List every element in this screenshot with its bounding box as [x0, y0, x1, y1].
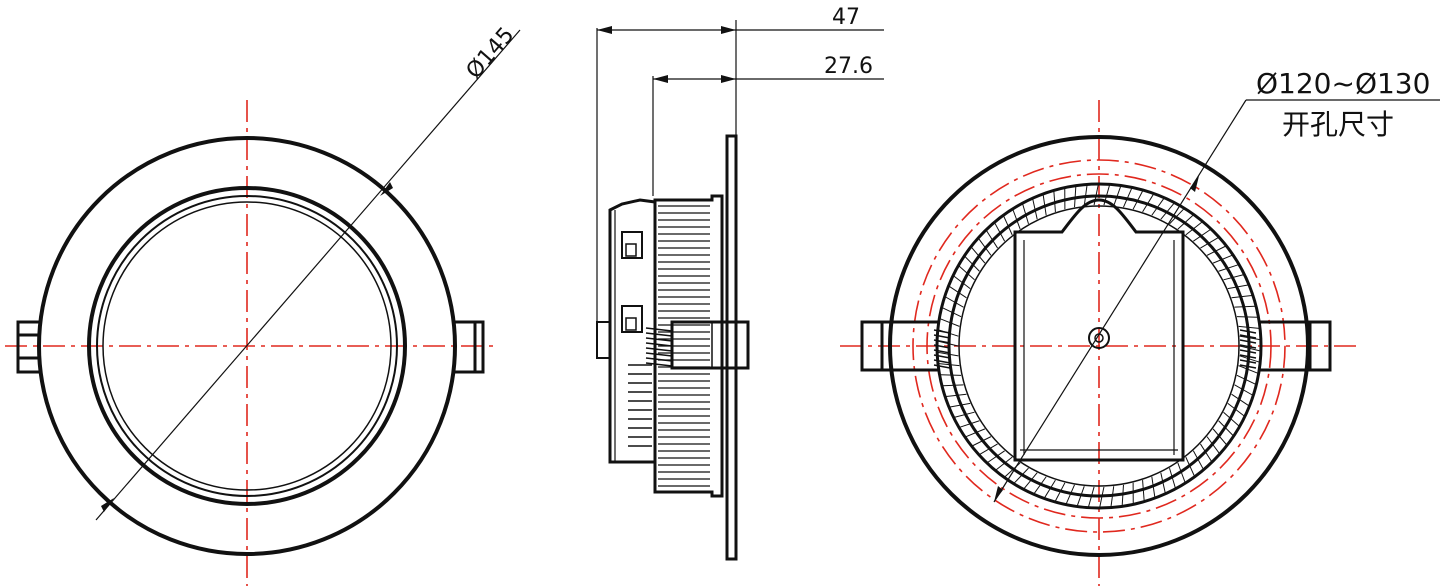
side-flange — [725, 134, 738, 561]
front-view: Ø145 — [5, 23, 521, 586]
side-heatsink — [653, 194, 724, 498]
front-spring-tabs — [16, 320, 485, 374]
back-cutout-label: Ø120~Ø130 — [1256, 67, 1430, 100]
side-spring-clip — [645, 320, 750, 370]
back-cutout-dimension: Ø120~Ø130 开孔尺寸 — [993, 67, 1440, 503]
side-total-depth-label: 47 — [832, 5, 860, 30]
side-dimension-arrows — [597, 26, 736, 83]
front-centerlines — [5, 100, 495, 586]
side-driver-box — [608, 198, 657, 464]
front-circles — [37, 136, 457, 556]
side-connector — [596, 321, 611, 359]
back-cutout-circles — [912, 159, 1286, 533]
front-diameter-label: Ø145 — [462, 23, 520, 84]
back-outer-rim — [888, 135, 1310, 557]
side-view: 47 27.6 — [596, 5, 884, 561]
back-heatsink-ring — [935, 182, 1263, 510]
back-view: Ø120~Ø130 开孔尺寸 — [840, 67, 1440, 586]
back-cutout-caption: 开孔尺寸 — [1282, 108, 1394, 141]
front-diameter-dimension: Ø145 — [95, 23, 521, 521]
back-centerlines — [840, 100, 1360, 586]
side-body-depth-label: 27.6 — [824, 54, 873, 79]
